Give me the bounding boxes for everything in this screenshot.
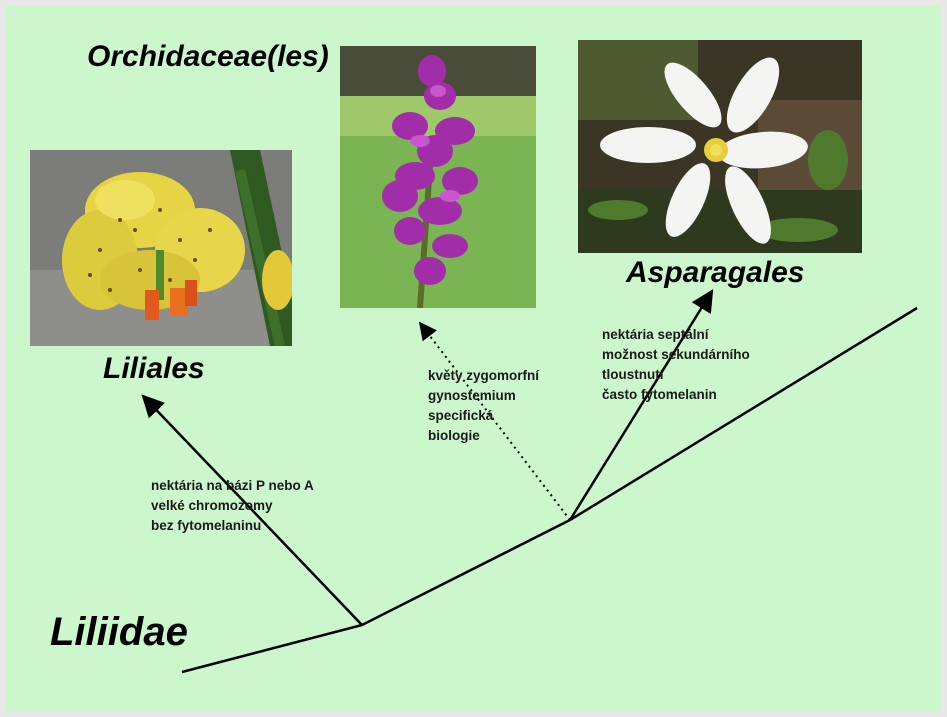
note-line: specifická xyxy=(428,406,539,426)
liliales-characters: nektária na bázi P nebo A velké chromozo… xyxy=(151,476,314,536)
asparagales-label: Asparagales xyxy=(626,256,804,290)
liliidae-label: Liliidae xyxy=(50,610,188,655)
note-line: tloustnutí xyxy=(602,365,750,385)
trunk-middle xyxy=(362,520,570,625)
note-line: květy zygomorfní xyxy=(428,366,539,386)
note-line: často fytomelanin xyxy=(602,385,750,405)
liliales-label: Liliales xyxy=(103,352,205,386)
note-line: biologie xyxy=(428,426,539,446)
orchidaceae-characters: květy zygomorfní gynostemium specifická … xyxy=(428,366,539,446)
orchidaceae-label: Orchidaceae(les) xyxy=(87,40,329,74)
note-line: gynostemium xyxy=(428,386,539,406)
note-line: velké chromozomy xyxy=(151,496,314,516)
note-line: možnost sekundárního xyxy=(602,345,750,365)
note-line: nektária na bázi P nebo A xyxy=(151,476,314,496)
trunk-lower xyxy=(182,625,362,672)
note-line: bez fytomelaninu xyxy=(151,516,314,536)
note-line: nektária septální xyxy=(602,325,750,345)
asparagales-characters: nektária septální možnost sekundárního t… xyxy=(602,325,750,405)
